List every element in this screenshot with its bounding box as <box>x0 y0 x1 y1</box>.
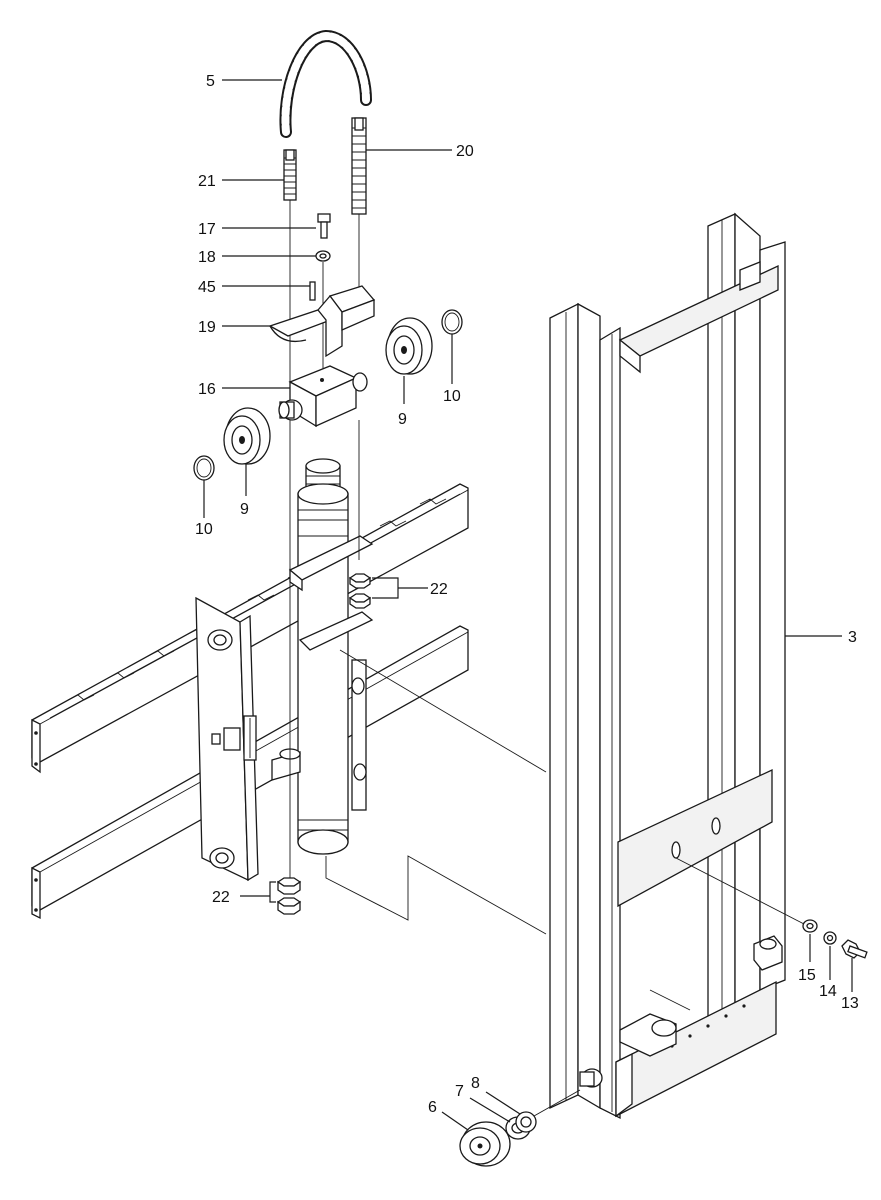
mast-upright <box>549 212 786 1120</box>
callout-8: 8 <box>471 1075 480 1092</box>
nuts-22-lower <box>276 877 302 915</box>
lock-washer-14 <box>823 931 837 945</box>
callout-21: 21 <box>198 173 216 190</box>
nuts-22-upper <box>348 573 372 609</box>
chain <box>279 29 372 138</box>
callout-10-right: 10 <box>443 388 461 405</box>
screw-17 <box>317 213 331 239</box>
fork-carriage <box>31 483 469 920</box>
callout-16: 16 <box>198 381 216 398</box>
roller-9-right <box>385 317 433 375</box>
callout-17: 17 <box>198 221 216 238</box>
callout-6: 6 <box>428 1099 437 1116</box>
callout-9-left: 9 <box>240 501 249 518</box>
washer-15 <box>802 919 818 933</box>
callout-labels: 5 20 21 17 18 45 19 16 9 10 9 10 22 3 22… <box>195 73 859 1116</box>
callout-14: 14 <box>819 983 837 1000</box>
callout-19: 19 <box>198 319 216 336</box>
callout-15: 15 <box>798 967 816 984</box>
snap-ring-10-right <box>441 309 463 335</box>
callout-3: 3 <box>848 629 857 646</box>
callout-5: 5 <box>206 73 215 90</box>
snap-ring-10-left <box>193 455 215 481</box>
callout-10-left: 10 <box>195 521 213 538</box>
sheave-block-16 <box>278 365 368 428</box>
callout-22-upper: 22 <box>430 581 448 598</box>
bolt-13 <box>841 939 868 959</box>
anchor-bolt-20 <box>351 117 367 560</box>
roller-6 <box>459 1121 511 1167</box>
roller-9-left <box>223 407 271 465</box>
leader-lines <box>203 79 853 1131</box>
callout-7: 7 <box>455 1083 464 1100</box>
callout-20: 20 <box>456 143 474 160</box>
callout-45: 45 <box>198 279 216 296</box>
callout-22-lower: 22 <box>212 889 230 906</box>
callout-18: 18 <box>198 249 216 266</box>
callout-9-right: 9 <box>398 411 407 428</box>
anchor-bolt-21 <box>283 149 297 880</box>
bracket-19 <box>268 285 376 358</box>
callout-13: 13 <box>841 995 859 1012</box>
washer-18 <box>315 250 331 262</box>
lift-cylinder <box>271 458 547 935</box>
shim-8 <box>515 1111 537 1133</box>
